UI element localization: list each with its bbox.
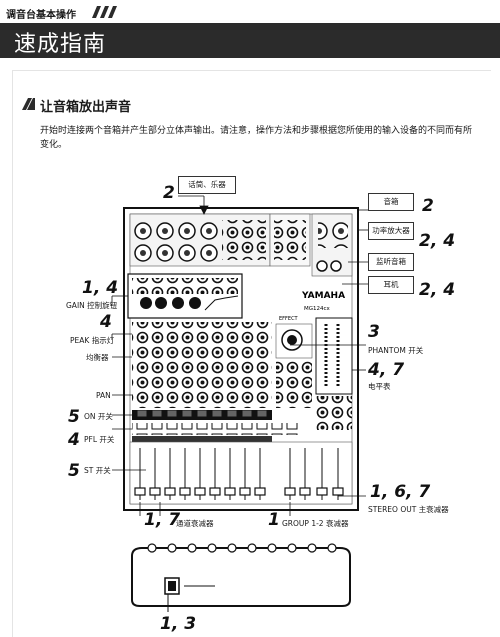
- step-group-fader: 1: [268, 510, 280, 530]
- breadcrumb-stripes: [92, 6, 117, 18]
- step-rear-power: 1, 3: [160, 614, 197, 634]
- peak-label: PEAK 指示灯: [70, 336, 115, 345]
- step-st: 5: [68, 461, 80, 481]
- monitor-box: 监听音箱: [368, 253, 414, 271]
- gain-label: GAIN 控制旋钮: [66, 301, 118, 310]
- page-title: 速成指南: [14, 32, 107, 57]
- step-headphone: 2, 4: [419, 280, 456, 300]
- step-gain: 1, 4: [82, 278, 119, 298]
- step-on: 5: [68, 407, 80, 427]
- speaker-box: 音箱: [368, 193, 414, 211]
- section-heading: 让音箱放出声音: [40, 100, 132, 115]
- step-mic: 2: [163, 183, 175, 203]
- amplifier-box: 功率放大器: [368, 222, 414, 240]
- step-stereo-out: 1, 6, 7: [370, 482, 431, 502]
- mic-instrument-box: 话筒、乐器: [178, 176, 236, 194]
- effect-label: EFFECT: [279, 316, 299, 322]
- meter-label: 电平表: [368, 382, 391, 391]
- stereo-out-label: STEREO OUT 主衰减器: [368, 505, 449, 514]
- pan-label: PAN: [96, 391, 111, 400]
- channel-fader-label: 通道衰减器: [176, 519, 214, 528]
- step-peak: 4: [100, 312, 112, 332]
- step-channel-fader: 1, 7: [144, 510, 181, 530]
- pfl-label: PFL 开关: [84, 435, 115, 444]
- st-label: ST 开关: [84, 466, 111, 475]
- model-name: MG124cx: [304, 306, 331, 312]
- step-pfl: 4: [68, 430, 80, 450]
- brand-logo: YAMAHA: [301, 291, 345, 301]
- headphone-box: 耳机: [368, 276, 414, 294]
- title-band: [0, 23, 500, 58]
- step-meter: 4, 7: [368, 360, 405, 380]
- intro-text: 开始时连接两个音箱并产生部分立体声输出。请注意，操作方法和步骤根据您所使用的输入…: [40, 126, 473, 150]
- phantom-label: PHANTOM 开关: [368, 346, 424, 355]
- on-label: ON 开关: [84, 412, 113, 421]
- breadcrumb: 调音台基本操作: [6, 10, 76, 21]
- step-phantom: 3: [368, 322, 380, 342]
- step-amp: 2, 4: [419, 231, 456, 251]
- group-fader-label: GROUP 1-2 衰减器: [282, 519, 349, 528]
- eq-label: 均衡器: [86, 353, 109, 362]
- section-marker: [22, 98, 35, 110]
- step-speaker: 2: [422, 196, 434, 216]
